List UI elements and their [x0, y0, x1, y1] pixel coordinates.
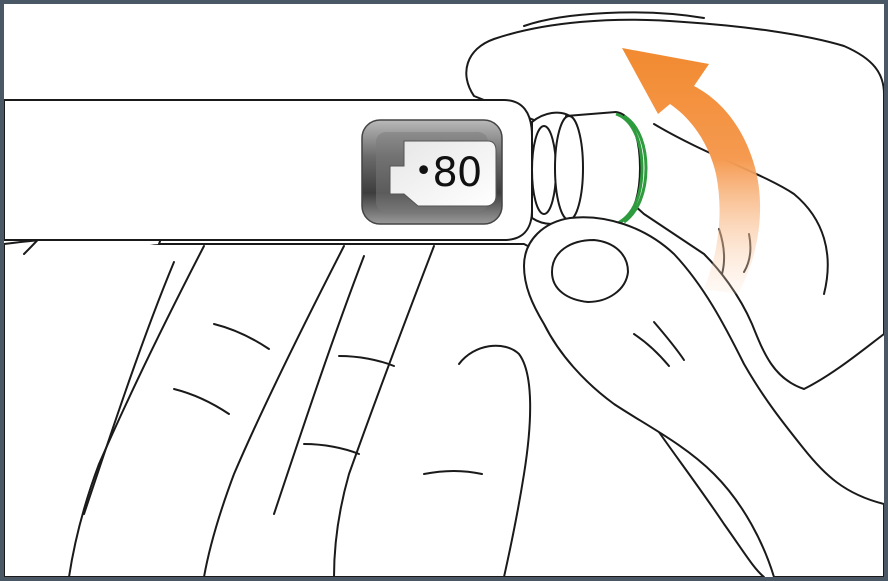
pen-dial-illustration	[4, 4, 884, 577]
dose-value: 80	[432, 150, 481, 196]
dose-readout: • 80	[406, 146, 490, 200]
dose-marker: •	[415, 154, 432, 189]
dose-dial	[532, 112, 640, 224]
